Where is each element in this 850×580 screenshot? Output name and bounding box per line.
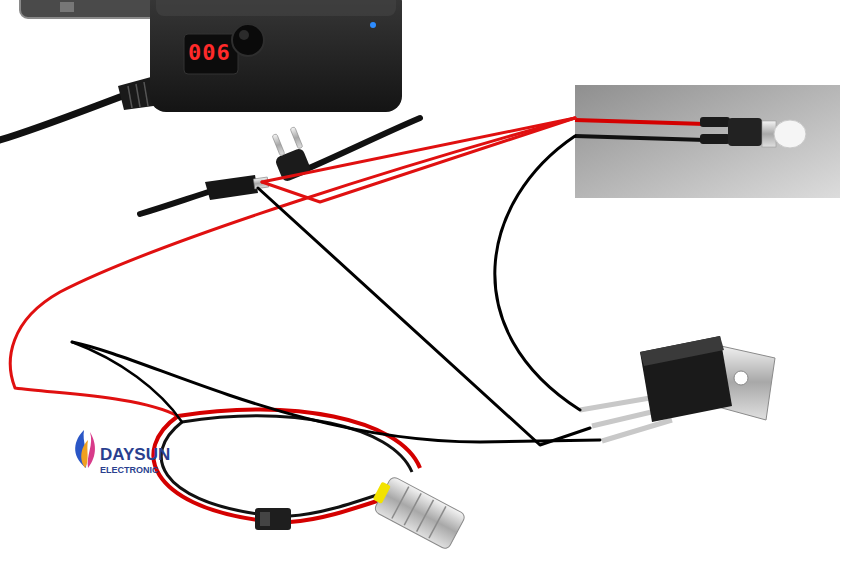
black-wire [72, 136, 600, 445]
adapter-cable [0, 74, 168, 140]
mains-plug [272, 118, 420, 183]
led-photo [575, 85, 840, 198]
power-adapter [150, 0, 402, 112]
watermark: DAYSUN [100, 446, 170, 463]
red-wire [10, 118, 575, 416]
laser-module [153, 409, 466, 550]
logo-mark [75, 430, 95, 468]
dc-jack [140, 175, 269, 214]
watermark: ELECTRONIC [100, 466, 159, 475]
transistor [580, 336, 775, 441]
display-reading: 006 [188, 42, 231, 64]
